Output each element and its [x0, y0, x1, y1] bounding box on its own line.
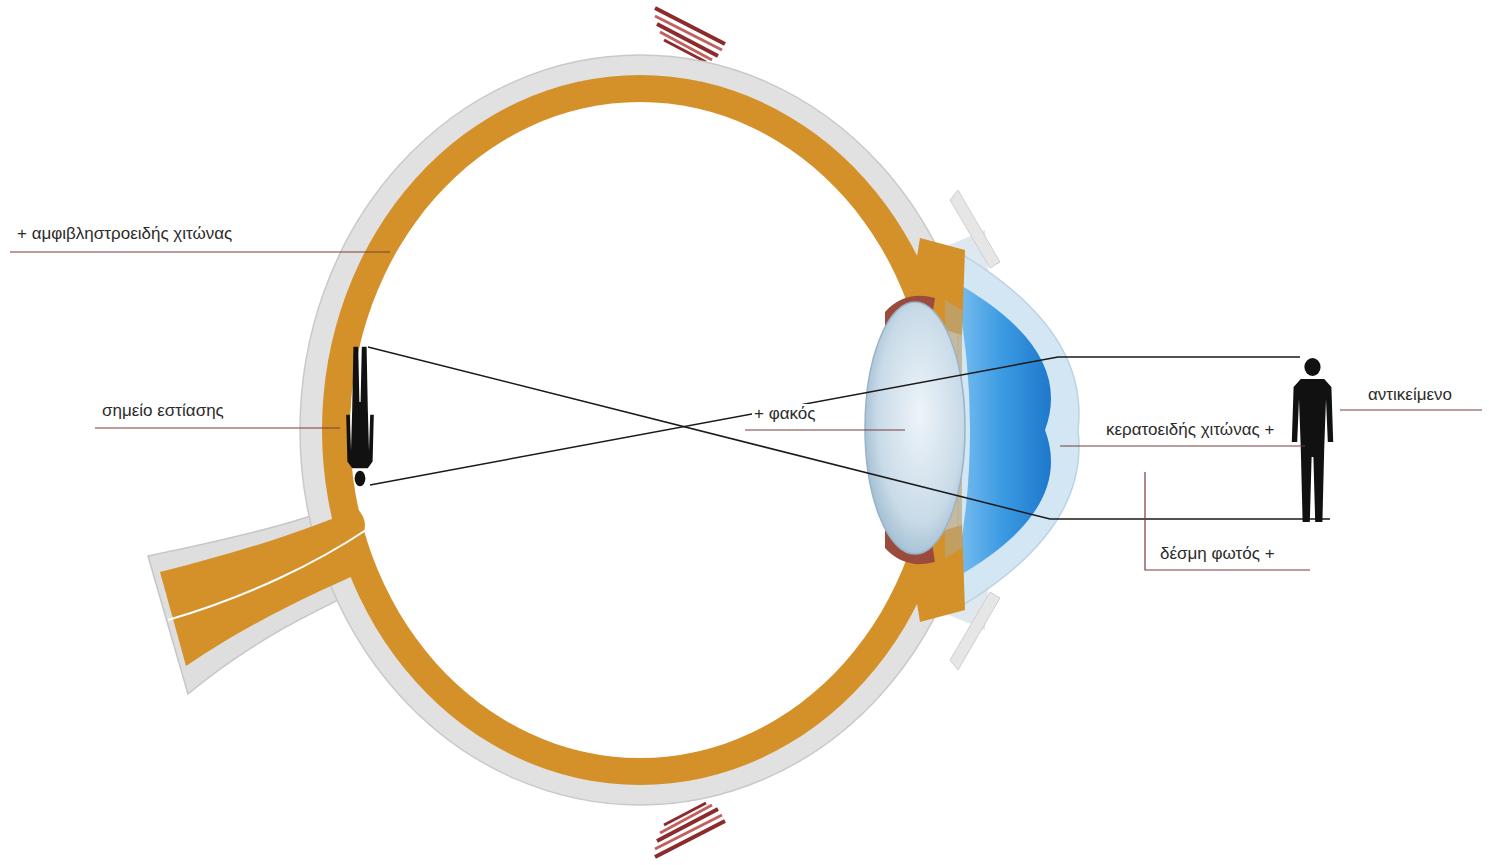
muscle-fibre [655, 8, 725, 44]
leader-line [10, 251, 390, 252]
sclera [300, 55, 980, 805]
part-label: + αμφιβληστροειδής χιτώνας [15, 224, 234, 244]
leader-line [95, 427, 340, 428]
choroid [322, 75, 958, 785]
object-figure [1292, 358, 1333, 522]
retinal-image [346, 347, 374, 486]
part-label: δέσμη φωτός + [1158, 544, 1277, 564]
part-label: κερατοειδής χιτώνας + [1104, 420, 1276, 440]
nerve-line [168, 530, 366, 620]
lens [865, 302, 965, 554]
light-ray [368, 347, 1330, 519]
leader-line [1340, 409, 1482, 410]
optic-nerve [160, 502, 384, 666]
muscle-fibre [664, 803, 706, 825]
part-label: αντικείμενο [1366, 385, 1454, 405]
eye-muscle [655, 803, 725, 857]
optic-disc [350, 505, 366, 548]
muscle-fibre [655, 821, 725, 857]
leader-line [745, 429, 905, 430]
leader-line [1060, 445, 1305, 446]
light-ray [370, 357, 1300, 485]
muscle-fibre [660, 805, 712, 833]
leader-line [1145, 472, 1310, 570]
part-label: σημείο εστίασης [100, 401, 226, 421]
cornea [955, 282, 1051, 578]
muscle-fibre [655, 815, 722, 849]
part-label: + φακός [752, 404, 817, 424]
eye-muscle [655, 8, 725, 62]
vitreous-body [350, 102, 930, 758]
muscle-fibre [655, 16, 722, 50]
